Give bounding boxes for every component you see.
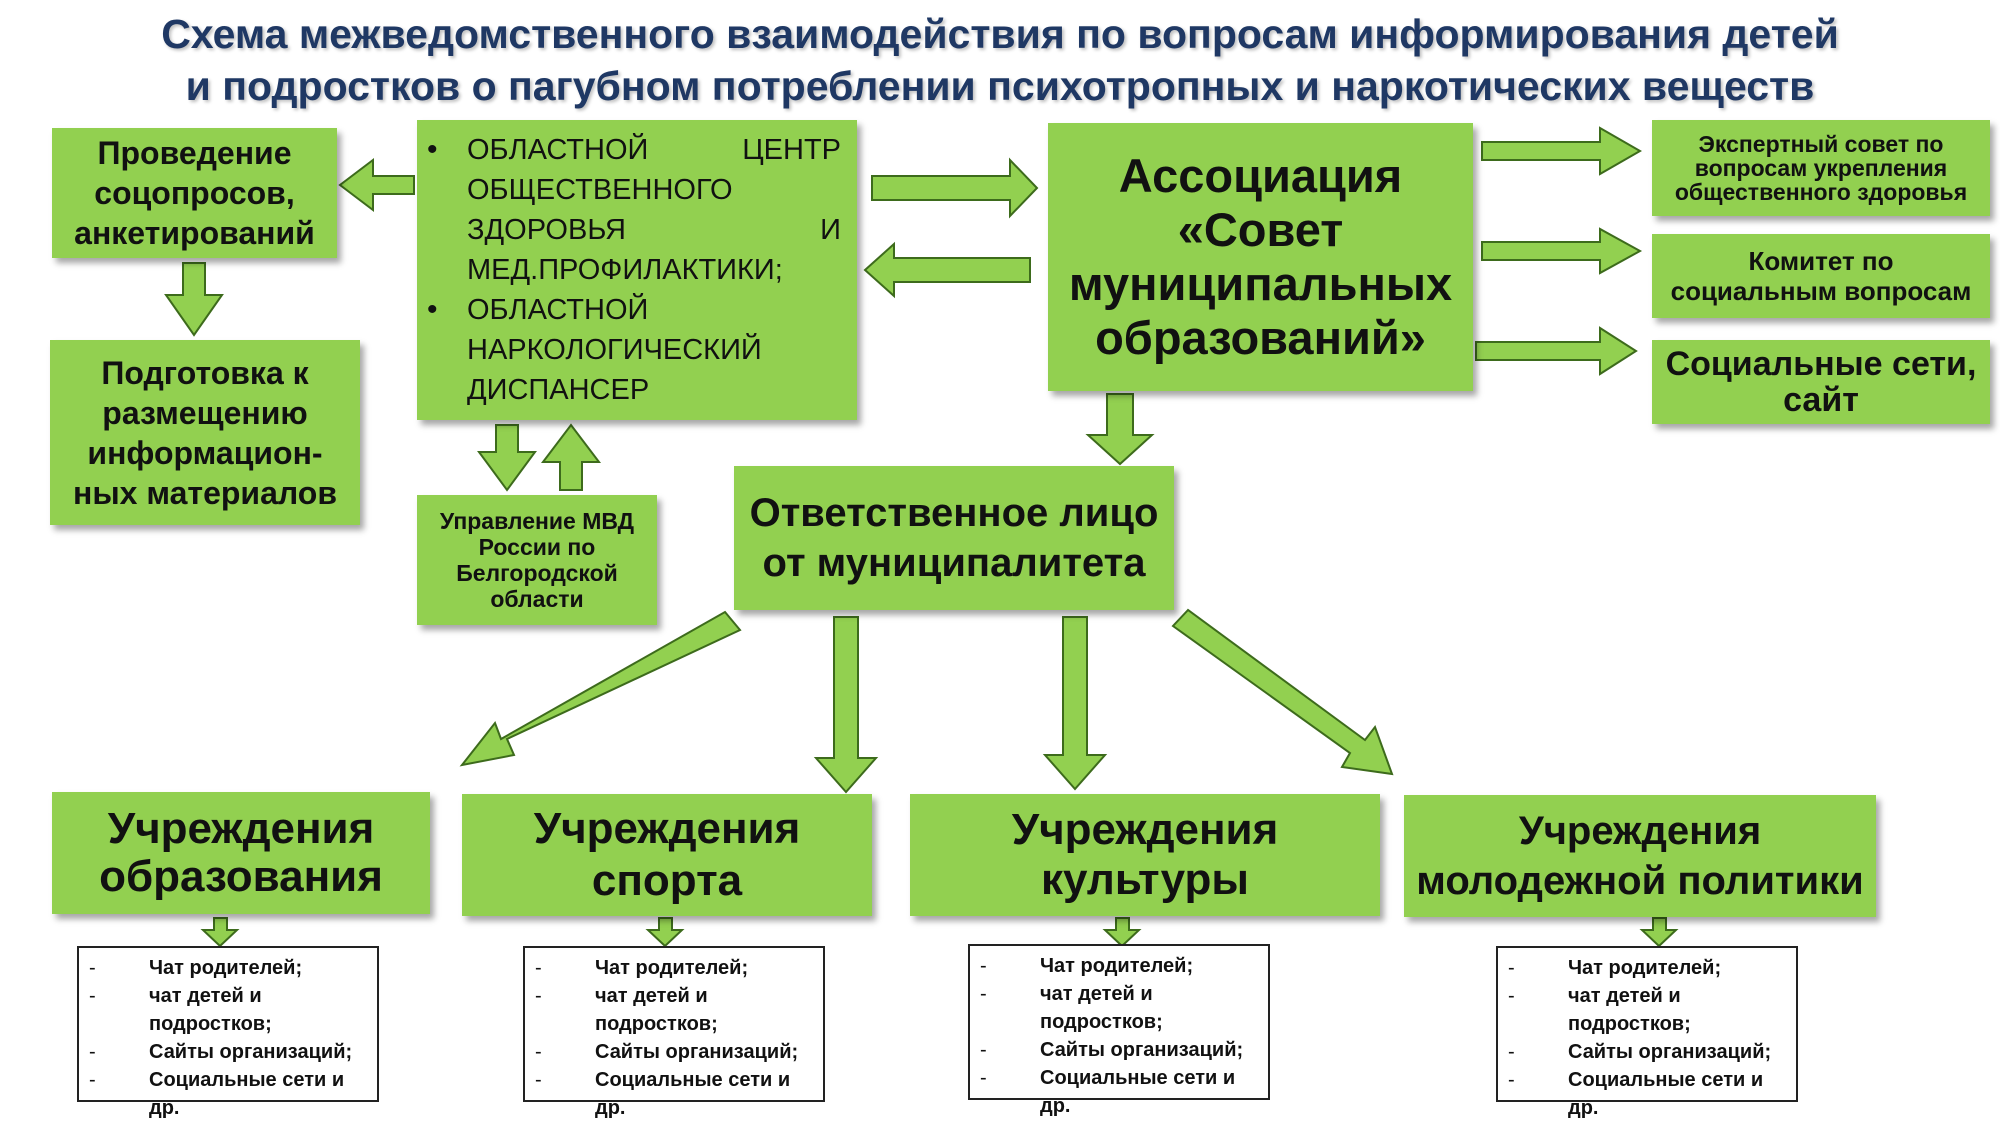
institution-education-box: Учреждения образования (52, 792, 430, 914)
channel-social: Социальные сети и др. (1040, 1067, 1236, 1117)
channel-kids-chat-cont: подростков; (1040, 1011, 1163, 1033)
regional-centers-box: ОБЛАСТНОЙ ЦЕНТР ОБЩЕСТВЕННОГО ЗДОРОВЬЯ И… (417, 120, 857, 420)
mvd-line-3: Белгородской (456, 560, 618, 586)
committee-line-2: социальным вопросам (1670, 276, 1972, 306)
arrow-association-to-committee (1481, 227, 1643, 275)
arrow-center-to-association (871, 157, 1039, 219)
association-box: Ассоциация «Совет муниципальных образова… (1048, 123, 1473, 391)
association-line-1: Ассоциация (1118, 149, 1403, 202)
social-line-2: сайт (1783, 381, 1859, 419)
prep-line-4: ных материалов (73, 474, 337, 511)
surveys-line-2: соцопросов, (94, 175, 295, 211)
prep-line-2: размещению (102, 394, 308, 431)
institution-education-line-2: образования (99, 852, 383, 901)
arrow-to-youth (1171, 608, 1394, 776)
institution-culture-line-1: Учреждения (1011, 805, 1279, 854)
mvd-box: Управление МВД России по Белгородской об… (417, 495, 657, 625)
association-line-3: муниципальных (1068, 257, 1453, 310)
arrow-culture-to-channels (1102, 917, 1142, 948)
expert-line-1: Экспертный совет по (1698, 131, 1944, 157)
channel-social: Социальные сети и др. (595, 1069, 791, 1119)
channels-sport: -Чат родителей; -чат детей и подростков;… (523, 946, 825, 1119)
institution-youth-line-1: Учреждения (1518, 809, 1762, 853)
prep-line-3: информацион- (87, 434, 323, 471)
channel-kids-chat: чат детей и (1040, 983, 1153, 1005)
diagram-title: Схема межведомственного взаимодействия п… (0, 8, 2000, 112)
committee-box: Комитет по социальным вопросам (1652, 234, 1990, 318)
institution-sport-line-1: Учреждения (533, 804, 801, 853)
channels-youth: -Чат родителей; -чат детей и подростков;… (1496, 946, 1798, 1119)
social-networks-box: Социальные сети, сайт (1652, 340, 1990, 424)
mvd-line-4: области (490, 586, 584, 612)
arrow-association-to-social (1475, 326, 1638, 376)
channel-parents-chat: Чат родителей; (1568, 957, 1722, 979)
responsible-person-box: Ответственное лицо от муниципалитета (734, 466, 1174, 610)
channel-org-sites: Сайты организаций; (595, 1041, 799, 1063)
channel-kids-chat-cont: подростков; (149, 1013, 272, 1035)
channel-org-sites: Сайты организаций; (1568, 1041, 1772, 1063)
arrow-association-to-responsible (1085, 393, 1155, 466)
channel-parents-chat: Чат родителей; (595, 957, 749, 979)
regional-centers-list: ОБЛАСТНОЙ ЦЕНТР ОБЩЕСТВЕННОГО ЗДОРОВЬЯ И… (427, 130, 841, 410)
channel-social: Социальные сети и др. (1568, 1069, 1764, 1119)
arrow-center-to-mvd (477, 424, 537, 492)
mvd-line-2: России по (478, 534, 596, 560)
institution-culture-box: Учреждения культуры (910, 794, 1380, 916)
expert-line-2: вопросам укрепления (1694, 155, 1948, 181)
arrow-to-education (459, 610, 742, 767)
arrow-to-sport (813, 616, 879, 794)
prep-box: Подготовка к размещению информацион- ных… (50, 340, 360, 525)
institution-youth-box: Учреждения молодежной политики (1404, 795, 1876, 917)
expert-line-3: общественного здоровья (1674, 179, 1968, 205)
arrow-youth-to-channels (1639, 917, 1679, 948)
association-line-2: «Совет (1177, 203, 1344, 256)
institution-youth-line-2: молодежной политики (1416, 859, 1864, 903)
arrow-surveys-to-prep (164, 262, 224, 337)
arrow-sport-to-channels (645, 917, 685, 948)
social-line-1: Социальные сети, (1665, 345, 1977, 383)
title-line-1: Схема межведомственного взаимодействия п… (161, 11, 1839, 57)
channel-org-sites: Сайты организаций; (1040, 1039, 1244, 1061)
arrow-association-to-center (863, 241, 1031, 299)
prep-line-1: Подготовка к (101, 354, 309, 391)
channels-culture: -Чат родителей; -чат детей и подростков;… (968, 944, 1270, 1117)
channel-kids-chat: чат детей и (595, 985, 708, 1007)
channel-kids-chat-cont: подростков; (1568, 1013, 1691, 1035)
arrow-association-to-expert (1481, 126, 1643, 176)
institution-culture-line-2: культуры (1040, 855, 1250, 904)
arrow-education-to-channels (200, 917, 240, 948)
channel-parents-chat: Чат родителей; (149, 957, 303, 979)
regional-center-health: ОБЛАСТНОЙ ЦЕНТР ОБЩЕСТВЕННОГО ЗДОРОВЬЯ И… (427, 130, 841, 290)
committee-line-1: Комитет по (1748, 246, 1894, 276)
channel-kids-chat-cont: подростков; (595, 1013, 718, 1035)
arrow-to-culture (1042, 616, 1108, 791)
channel-social: Социальные сети и др. (149, 1069, 345, 1119)
title-line-2: и подростков о пагубном потреблении псих… (185, 63, 1815, 109)
arrow-mvd-to-center (540, 423, 602, 491)
institution-sport-box: Учреждения спорта (462, 794, 872, 916)
arrow-center-to-surveys (338, 157, 415, 213)
channel-org-sites: Сайты организаций; (149, 1041, 353, 1063)
institution-sport-line-2: спорта (591, 856, 743, 905)
channel-kids-chat: чат детей и (1568, 985, 1681, 1007)
responsible-line-1: Ответственное лицо (749, 491, 1159, 535)
regional-center-narcology: ОБЛАСТНОЙ НАРКОЛОГИЧЕСКИЙ ДИСПАНСЕР (427, 290, 841, 410)
channel-parents-chat: Чат родителей; (1040, 955, 1194, 977)
responsible-line-2: от муниципалитета (762, 541, 1146, 585)
surveys-line-3: анкетирований (74, 215, 315, 251)
association-line-4: образований» (1095, 311, 1426, 364)
surveys-box: Проведение соцопросов, анкетирований (52, 128, 337, 258)
channels-education: -Чат родителей; -чат детей и подростков;… (77, 946, 379, 1119)
surveys-line-1: Проведение (97, 135, 292, 171)
expert-council-box: Экспертный совет по вопросам укрепления … (1652, 120, 1990, 216)
institution-education-line-1: Учреждения (107, 804, 375, 853)
mvd-line-1: Управление МВД (439, 508, 635, 534)
channel-kids-chat: чат детей и (149, 985, 262, 1007)
